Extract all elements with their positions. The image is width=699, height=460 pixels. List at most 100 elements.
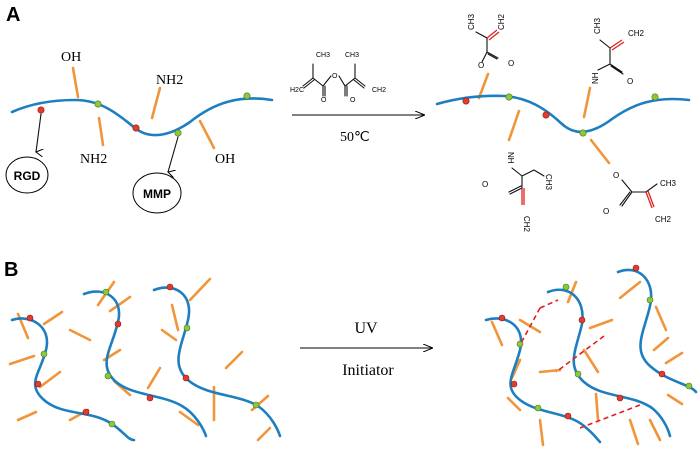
crosslink-bond <box>555 335 605 373</box>
reagent-atom-o-bridge: O <box>332 73 338 80</box>
methacrylate-ester-group-top: O CH3 CH2 O <box>467 13 514 70</box>
atom-o-link: O <box>613 171 619 180</box>
atom-o: O <box>482 180 488 189</box>
atom-ch3: CH3 <box>467 13 476 30</box>
side-arm <box>588 318 614 330</box>
side-arm <box>477 72 490 100</box>
red-bead <box>564 412 572 420</box>
uv-label: UV <box>354 320 378 337</box>
atom-ch2: CH2 <box>522 216 531 233</box>
oh-side-arm-top <box>71 66 80 99</box>
green-bead <box>505 93 513 101</box>
red-bead <box>578 316 586 324</box>
reagent-atom-o-carbonyl-left: O <box>321 97 327 104</box>
polymer-chain <box>82 290 208 438</box>
initiator-label: Initiator <box>342 362 394 379</box>
atom-o-carbonyl: O <box>508 59 514 68</box>
side-arm <box>648 418 662 442</box>
nh2-side-arm-bottom <box>97 116 105 147</box>
red-bead <box>632 264 640 272</box>
atom-nh: NH <box>506 152 515 164</box>
bonds <box>508 167 545 195</box>
polymer-backbone <box>435 94 691 133</box>
green-bead <box>174 129 182 137</box>
rgd-tether-arrow <box>36 113 41 152</box>
green-bead <box>243 92 251 100</box>
green-bead <box>108 420 116 428</box>
side-arm <box>589 138 611 165</box>
side-arm <box>160 328 178 342</box>
atom-ch3: CH3 <box>593 17 602 34</box>
green-bead <box>574 370 582 378</box>
mmp-circle <box>132 172 182 214</box>
green-bead <box>562 283 570 291</box>
red-bead <box>182 374 190 382</box>
red-bead <box>132 124 140 132</box>
side-arm <box>652 336 670 352</box>
red-bead <box>166 283 174 291</box>
atom-o: O <box>627 77 633 86</box>
nh2-side-arm-top <box>150 86 162 120</box>
bonds <box>475 31 499 63</box>
side-arm <box>42 310 64 326</box>
side-arm <box>188 277 212 302</box>
side-arm <box>618 280 642 300</box>
green-bead <box>579 129 587 137</box>
polymer-chain <box>10 317 136 442</box>
atom-ch2: CH2 <box>628 29 645 38</box>
polymer-backbone <box>10 97 274 137</box>
crosslink-bond <box>519 307 541 346</box>
reagent-atom-ch3-left: CH3 <box>316 52 330 59</box>
side-arm <box>16 410 38 422</box>
vinyl-double-bond <box>486 29 500 41</box>
red-bead <box>616 394 624 402</box>
side-arm <box>594 392 600 422</box>
green-bead <box>183 324 191 332</box>
red-bead <box>82 408 90 416</box>
polymer-chain <box>484 317 602 444</box>
rgd-circle <box>5 156 49 194</box>
side-arm <box>8 354 36 366</box>
side-arm <box>68 328 92 342</box>
vinyl-double-bond <box>645 190 655 209</box>
green-bead <box>646 296 654 304</box>
atom-ch3: CH3 <box>544 174 553 191</box>
side-arm <box>582 348 600 374</box>
side-arm <box>108 295 132 313</box>
side-arm <box>178 410 200 427</box>
green-bead <box>516 340 524 348</box>
green-bead <box>252 401 260 409</box>
oh-side-arm-right <box>198 119 216 150</box>
polymer-chain <box>546 288 672 438</box>
mmp-label: MMP <box>143 187 171 201</box>
atom-ch3: CH3 <box>660 179 677 188</box>
side-arm <box>664 351 684 365</box>
panel-a-label: A <box>6 4 20 26</box>
bonds <box>619 179 658 207</box>
red-bead <box>542 111 550 119</box>
green-bead <box>40 350 48 358</box>
reaction-temperature: 50℃ <box>340 130 370 145</box>
red-bead <box>26 314 34 322</box>
reagent-atom-ch2-right: CH2 <box>372 87 386 94</box>
red-bead <box>510 380 518 388</box>
side-arm <box>507 109 521 142</box>
atom-ch2: CH2 <box>655 215 672 224</box>
crosslink-bond <box>539 299 559 309</box>
nh2-label-bottom: NH2 <box>80 152 107 167</box>
side-arm <box>506 396 522 412</box>
red-bead <box>114 320 122 328</box>
polymer-chain <box>616 268 698 394</box>
side-arm <box>566 280 578 304</box>
crosslinked-polymer-network <box>484 264 698 447</box>
atom-nh: NH <box>591 72 600 84</box>
green-bead <box>534 404 542 412</box>
red-bead <box>37 106 45 114</box>
side-arm <box>146 366 162 390</box>
methacrylamide-group-bottom: NH O CH3 CH2 <box>482 152 553 233</box>
starting-polymer <box>10 66 274 150</box>
oh-label-top: OH <box>61 50 81 65</box>
red-bead <box>146 394 154 402</box>
red-bead <box>34 380 42 388</box>
